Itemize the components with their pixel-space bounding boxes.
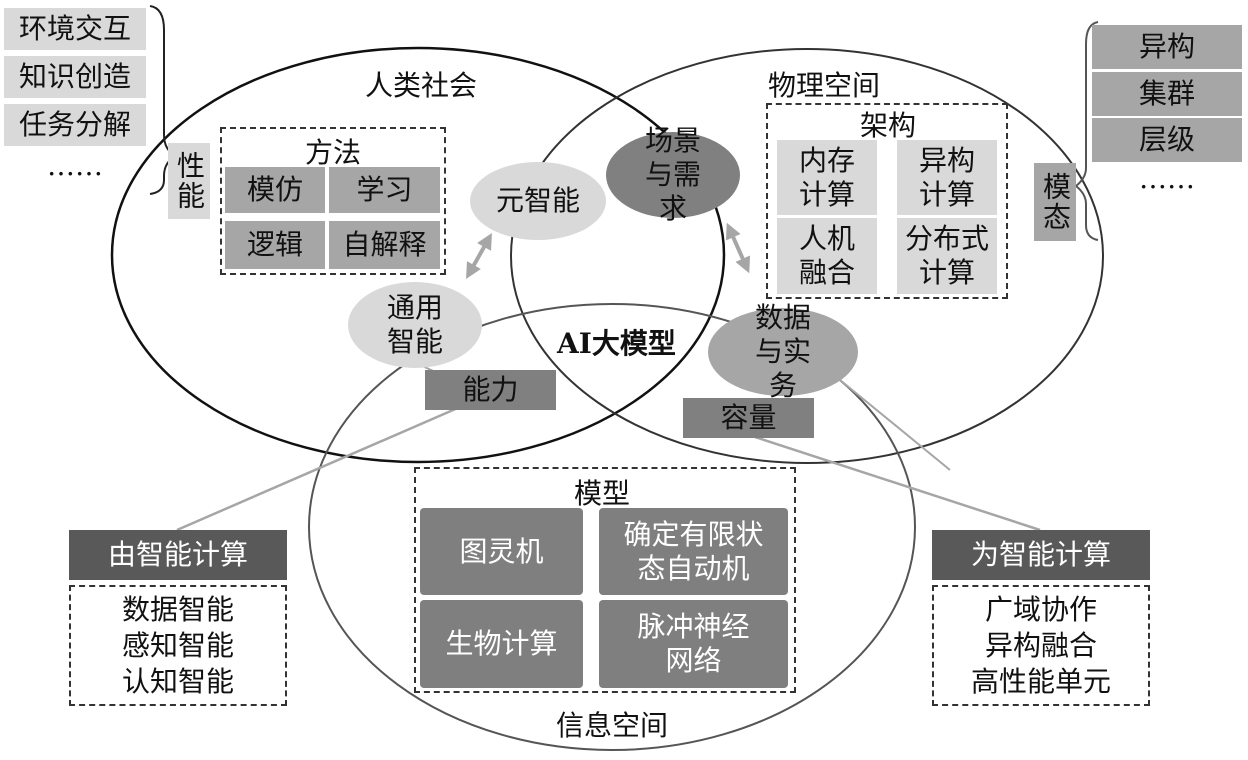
method-item: 学习: [329, 167, 440, 213]
data-practice-ellipse: 数据与实务: [708, 301, 858, 402]
for-intelligent-computing-item: 广域协作: [984, 592, 1097, 626]
right-brace: [1074, 21, 1099, 241]
method-item: 自解释: [329, 221, 440, 269]
model-group: [414, 467, 796, 693]
data-to-capacity-line: [839, 379, 951, 471]
right-list-item: 集群: [1092, 72, 1242, 116]
by-intelligent-computing-title: 由智能计算: [69, 530, 287, 580]
physical-space-circle: [510, 48, 1104, 464]
model-item: 图灵机: [420, 508, 583, 595]
method-title: 方法: [305, 136, 362, 169]
meta-intelligence-ellipse: 元智能: [470, 162, 606, 240]
by-intelligent-computing-list: 数据智能 感知智能 认知智能: [69, 585, 287, 706]
architecture-item: 内存计算: [777, 140, 877, 215]
capability-label: 能力: [425, 370, 556, 410]
architecture-group: [766, 103, 1008, 299]
method-group: [220, 127, 446, 275]
by-intelligent-computing-item: 认知智能: [121, 664, 234, 698]
right-list-item: 层级: [1092, 118, 1242, 162]
right-list-ellipsis: ……: [1139, 162, 1195, 195]
capability-line: [176, 405, 461, 532]
for-intelligent-computing-item: 高性能单元: [970, 664, 1111, 698]
method-item: 模仿: [225, 167, 325, 213]
human-society-circle: [110, 46, 726, 464]
by-intelligent-computing-item: 感知智能: [121, 628, 234, 662]
human-society-label: 人类社会: [365, 69, 478, 102]
physical-space-label: 物理空间: [768, 69, 881, 102]
architecture-item: 分布式计算: [897, 218, 997, 294]
ai-large-model-label: AI大模型: [557, 327, 676, 360]
model-title: 模型: [574, 477, 631, 510]
for-intelligent-computing-item: 异构融合: [984, 628, 1097, 662]
modality-label: 模态: [1034, 163, 1076, 241]
left-list-item: 环境交互: [4, 8, 146, 50]
meta-general-arrow: [466, 233, 492, 279]
by-intelligent-computing-item: 数据智能: [121, 592, 234, 626]
model-item: 确定有限状态自动机: [599, 508, 788, 595]
scenario-data-arrow: [725, 222, 751, 274]
left-list-item: 知识创造: [4, 56, 146, 98]
architecture-item: 人机融合: [777, 218, 877, 294]
general-intelligence-ellipse: 通用智能: [348, 282, 482, 368]
performance-label: 性能: [168, 143, 210, 219]
right-list-item: 异构: [1092, 25, 1242, 69]
for-intelligent-computing-title: 为智能计算: [932, 530, 1150, 580]
information-space-label: 信息空间: [556, 709, 669, 742]
left-list-ellipsis: ……: [47, 149, 103, 182]
architecture-item: 异构计算: [897, 140, 997, 215]
architecture-title: 架构: [860, 109, 917, 142]
capacity-label: 容量: [683, 398, 814, 438]
capacity-line: [754, 435, 1041, 532]
left-list-item: 任务分解: [4, 104, 146, 146]
information-space-circle: [308, 303, 916, 751]
for-intelligent-computing-list: 广域协作 异构融合 高性能单元: [932, 585, 1150, 706]
method-item: 逻辑: [225, 221, 325, 269]
model-item: 脉冲神经网络: [599, 600, 788, 688]
model-item: 生物计算: [420, 600, 583, 688]
scenario-demand-ellipse: 场景与需求: [606, 124, 740, 225]
